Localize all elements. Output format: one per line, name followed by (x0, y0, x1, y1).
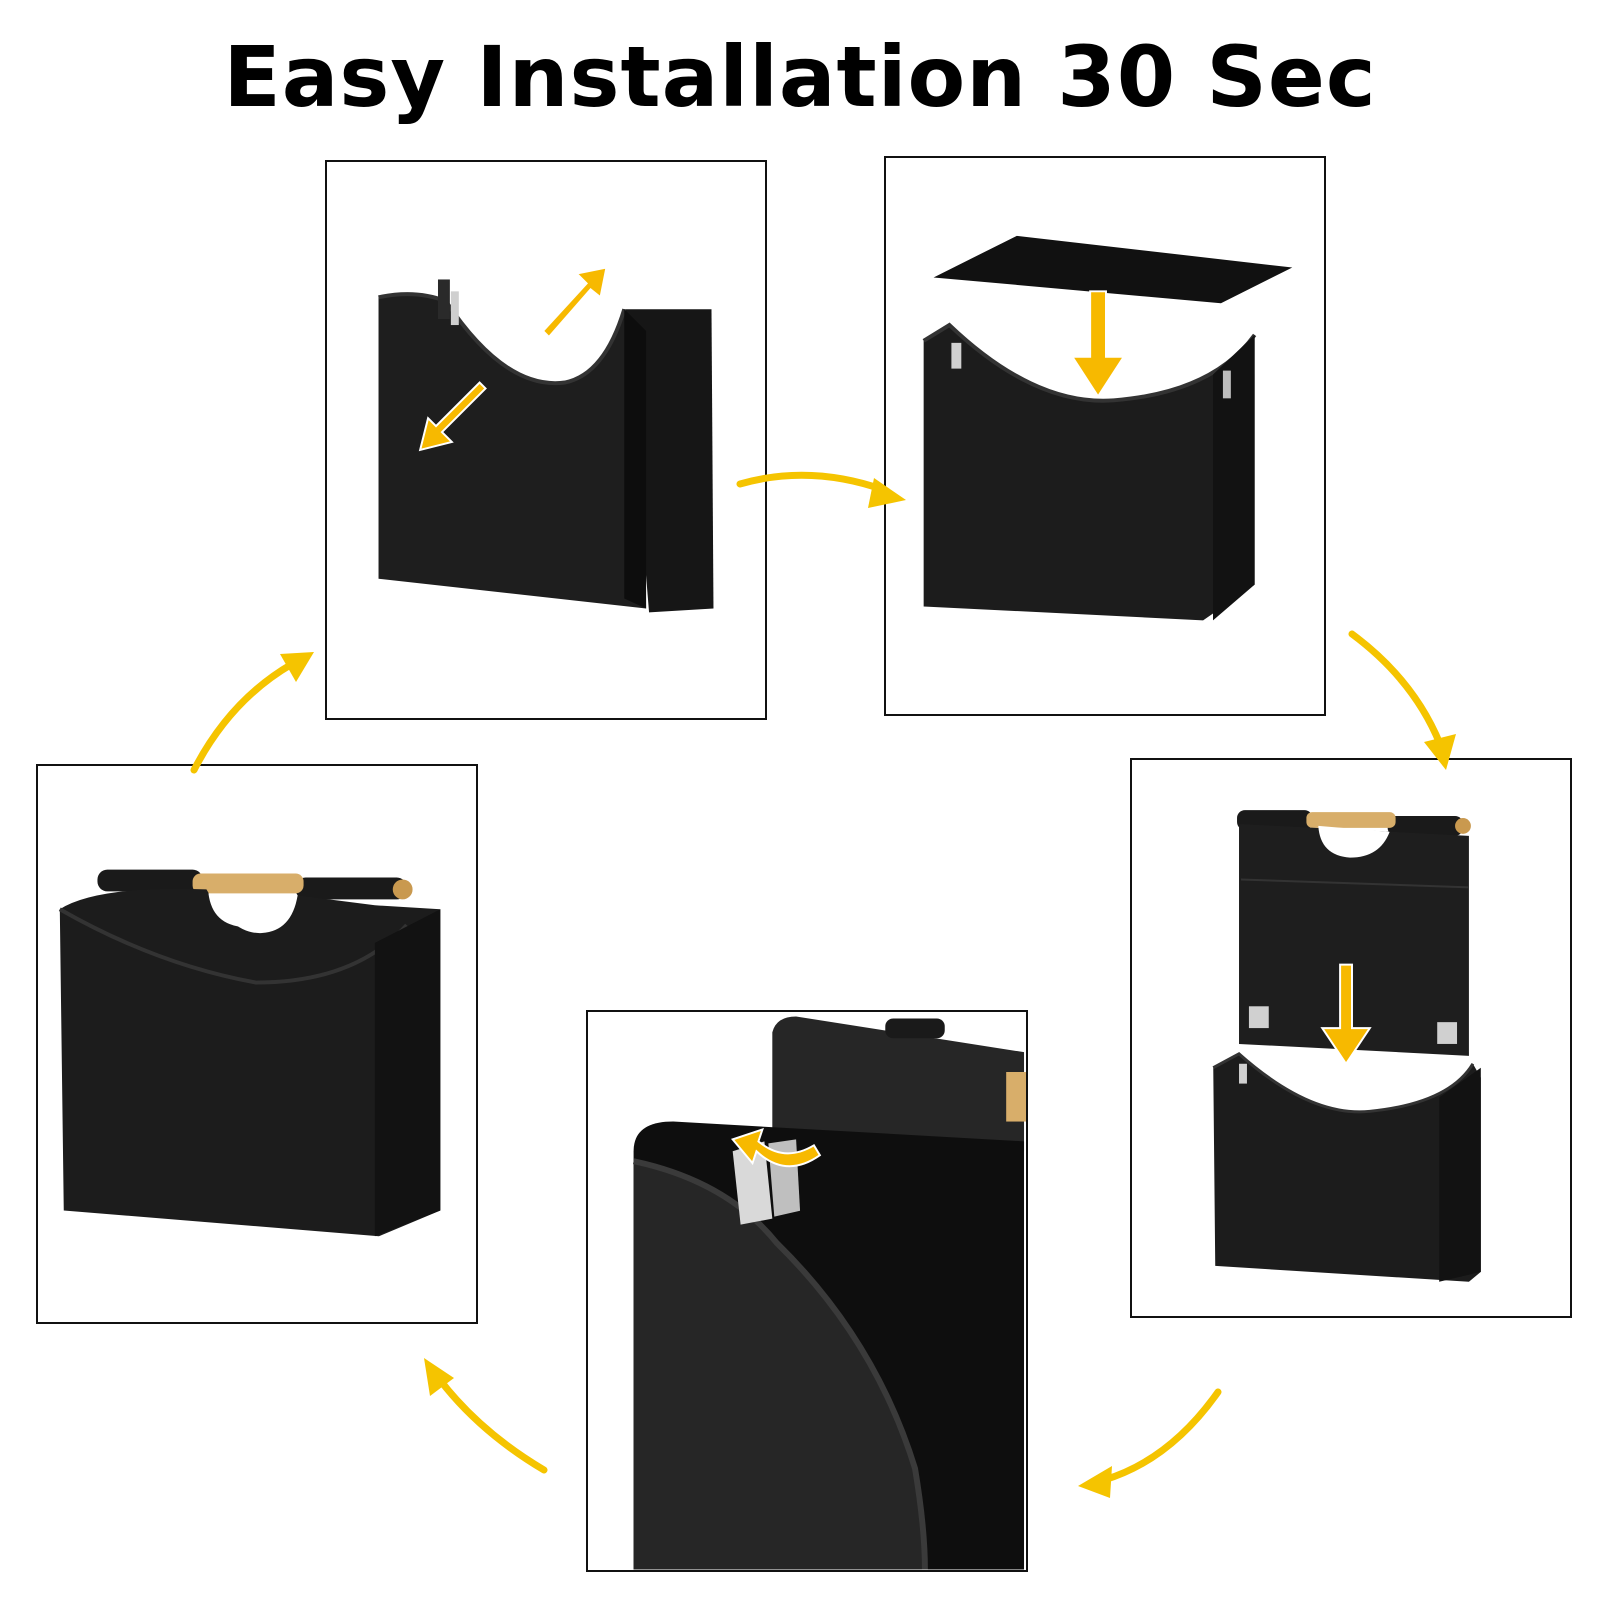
step-1-panel (325, 160, 767, 720)
arrow-step5-to-step1 (190, 652, 314, 774)
arrow-step3-to-step4 (1078, 1388, 1222, 1498)
step-2-panel (884, 156, 1326, 716)
unfold-panel-icon (378, 266, 714, 613)
step-5-panel (36, 764, 478, 1324)
step-4-panel (586, 1010, 1028, 1572)
finished-magazine-holder-icon (58, 869, 441, 1237)
insert-base-board-icon (922, 235, 1293, 621)
attach-handle-panel-icon (1212, 810, 1481, 1282)
page-title: Easy Installation 30 Sec (223, 28, 1377, 126)
fasten-velcro-icon (632, 1016, 1026, 1570)
arrow-step2-to-step3 (1348, 630, 1456, 770)
arrow-step4-to-step5 (424, 1358, 548, 1474)
step-3-panel (1130, 758, 1572, 1318)
